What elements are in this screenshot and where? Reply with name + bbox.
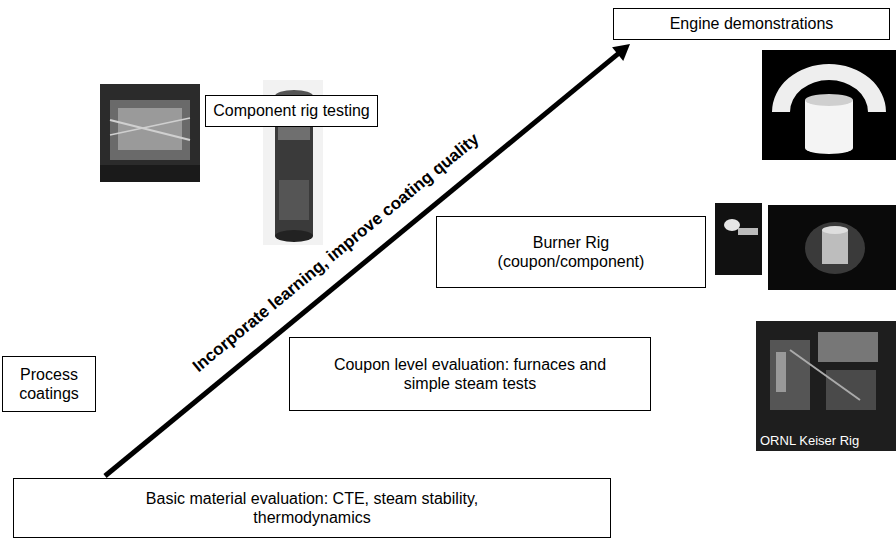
- box-label: Burner Rig (coupon/component): [481, 233, 661, 271]
- component-rig-photo: [100, 84, 200, 182]
- box-label: Coupon level evaluation: furnaces and si…: [310, 355, 630, 393]
- box-label: Process coatings: [9, 365, 89, 403]
- engine-component-photo: [762, 50, 896, 160]
- stage-box: Engine demonstrations: [613, 8, 890, 40]
- stage-box: Burner Rig (coupon/component): [436, 216, 706, 288]
- stage-box: Basic material evaluation: CTE, steam st…: [13, 478, 611, 538]
- box-label: Component rig testing: [213, 101, 370, 120]
- burner-rig-photo: [715, 203, 896, 290]
- arrow-head: [612, 44, 630, 61]
- box-label: Engine demonstrations: [670, 14, 834, 33]
- keiser-rig-photo: [756, 321, 896, 451]
- stage-box: Component rig testing: [205, 95, 378, 127]
- stage-box: Process coatings: [2, 356, 96, 412]
- photo-caption: ORNL Keiser Rig: [760, 433, 859, 448]
- box-label: Basic material evaluation: CTE, steam st…: [87, 489, 537, 527]
- stage-box: Coupon level evaluation: furnaces and si…: [289, 337, 651, 411]
